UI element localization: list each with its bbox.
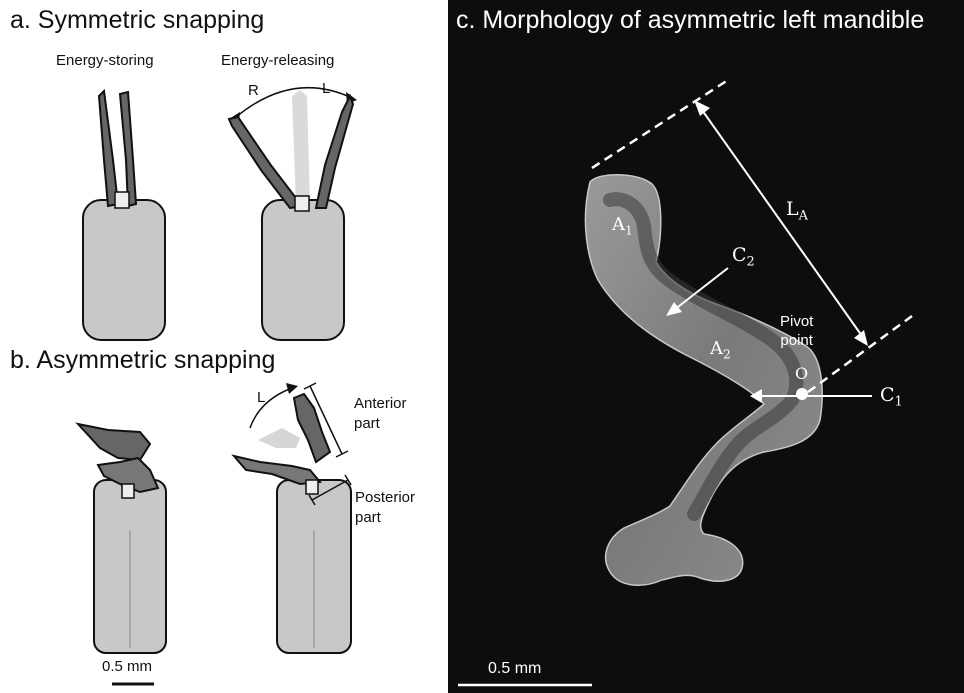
a-storing-ant bbox=[83, 91, 165, 340]
a-releasing-mandible-left bbox=[229, 117, 302, 208]
dashed-line-top bbox=[592, 80, 728, 168]
label-anterior-part: Anterior part bbox=[354, 394, 407, 434]
b-right-ant bbox=[234, 383, 351, 653]
b-left-mandible-upper bbox=[78, 424, 150, 460]
label-a1-sub: 1 bbox=[625, 223, 633, 237]
la-arrow-line bbox=[702, 110, 862, 336]
label-l-a: L bbox=[322, 80, 330, 97]
b-right-ghost bbox=[258, 428, 300, 448]
b-right-joint bbox=[306, 480, 318, 494]
b-anterior-tick-top bbox=[304, 383, 316, 389]
label-a2-main: A bbox=[710, 338, 723, 359]
b-left-joint bbox=[122, 484, 134, 498]
label-c1-main: C bbox=[880, 384, 895, 406]
scale-label-b: 0.5 mm bbox=[102, 658, 152, 675]
label-c2-sub: 2 bbox=[747, 255, 755, 270]
panel-a-title: a. Symmetric snapping bbox=[10, 6, 264, 35]
label-la: LA bbox=[786, 198, 808, 224]
dashed-line-bottom bbox=[808, 316, 912, 392]
label-c2-main: C bbox=[732, 244, 747, 266]
label-o: O bbox=[795, 364, 808, 383]
b-right-mandible-anterior bbox=[294, 394, 330, 462]
label-posterior-part: Posterior part bbox=[355, 488, 415, 528]
label-energy-storing: Energy-storing bbox=[56, 52, 154, 69]
label-energy-releasing: Energy-releasing bbox=[221, 52, 334, 69]
left-panel: a. Symmetric snapping Energy-storing Ene… bbox=[0, 0, 448, 693]
label-a1: A1 bbox=[612, 214, 633, 237]
a-releasing-head bbox=[262, 200, 344, 340]
a-storing-joint bbox=[115, 192, 129, 208]
panel-c-title: c. Morphology of asymmetric left mandibl… bbox=[456, 6, 924, 35]
a-storing-head bbox=[83, 200, 165, 340]
label-c1: C1 bbox=[880, 384, 903, 410]
label-a2-sub: 2 bbox=[723, 347, 731, 361]
label-l-b: L bbox=[257, 389, 265, 406]
la-arrowhead-top bbox=[694, 100, 710, 116]
label-pivot-point: Pivot point bbox=[780, 312, 813, 350]
label-c2: C2 bbox=[732, 244, 755, 270]
scale-label-c: 0.5 mm bbox=[488, 660, 541, 678]
label-la-main: L bbox=[786, 198, 799, 220]
label-c1-sub: 1 bbox=[895, 395, 903, 410]
a-releasing-joint bbox=[295, 196, 309, 211]
a-storing-mandible-left bbox=[99, 91, 118, 206]
right-panel: c. Morphology of asymmetric left mandibl… bbox=[448, 0, 964, 693]
label-la-sub: A bbox=[799, 209, 808, 224]
a-releasing-mandible-right bbox=[316, 96, 353, 208]
label-r: R bbox=[248, 82, 259, 99]
mandible-illustration bbox=[448, 0, 964, 693]
label-a2: A2 bbox=[710, 338, 731, 361]
b-left-ant bbox=[78, 424, 166, 653]
b-right-l-arrowhead bbox=[286, 383, 298, 394]
a-releasing-ant bbox=[229, 88, 357, 340]
pivot-point-dot bbox=[796, 388, 808, 400]
a-storing-mandible-right bbox=[120, 92, 136, 206]
b-anterior-tick-bottom bbox=[336, 451, 348, 457]
la-arrowhead-bottom bbox=[854, 330, 868, 346]
a-releasing-ghost bbox=[292, 90, 310, 205]
panel-b-title: b. Asymmetric snapping bbox=[10, 346, 275, 375]
label-a1-main: A bbox=[612, 214, 625, 235]
